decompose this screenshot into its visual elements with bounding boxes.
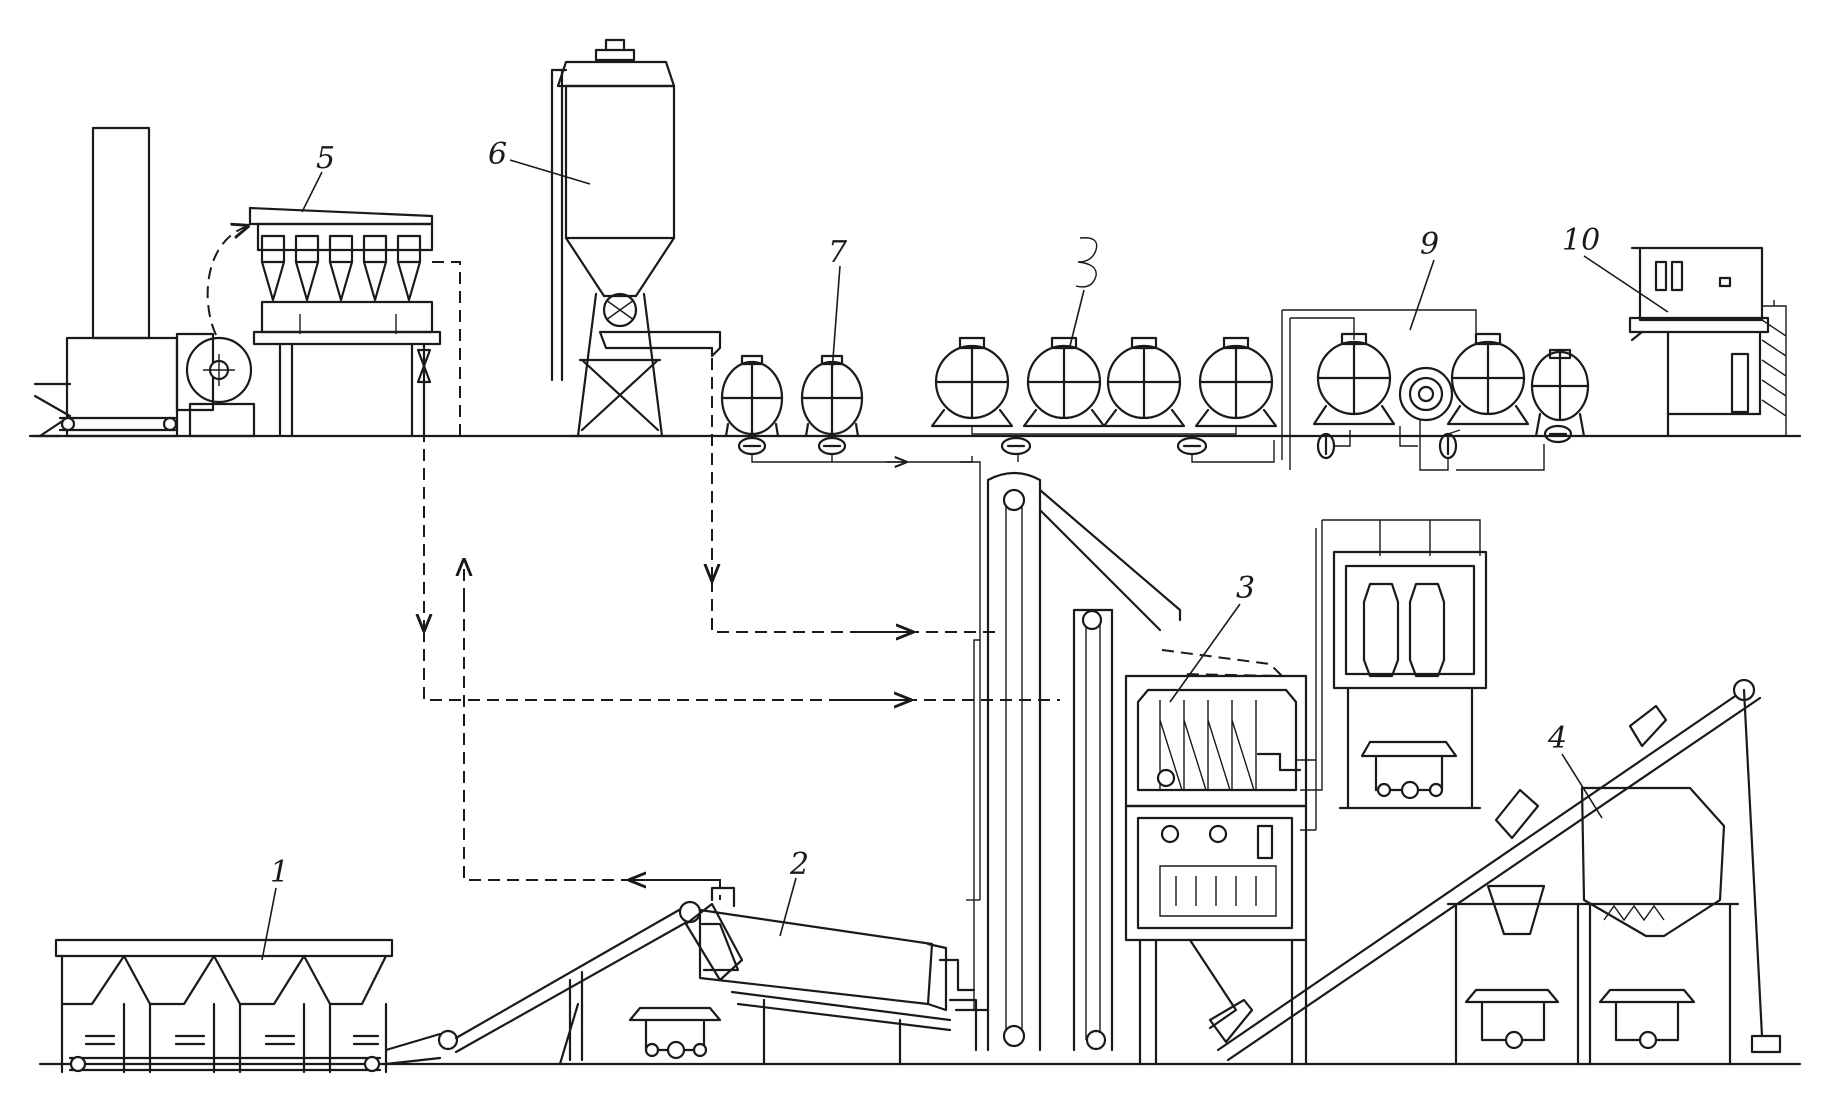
cold-aggregate-conveyor — [384, 900, 702, 1066]
callout-3-mixer: 3 — [1169, 571, 1255, 703]
callout-label-10: 10 — [1562, 223, 1600, 258]
callout-9: 9 — [1409, 227, 1439, 331]
callout-6: 6 — [488, 137, 591, 185]
drying-drum — [628, 886, 976, 1066]
callout-label-7: 7 — [828, 235, 848, 270]
mix-storage-bunker — [1300, 519, 1488, 831]
small-bitumen-tanks — [720, 354, 864, 456]
dust-collector-cyclones — [248, 206, 461, 438]
large-bitumen-tanks — [930, 336, 1278, 456]
callout-label-2: 2 — [789, 847, 809, 882]
callout-label-9: 9 — [1420, 227, 1439, 262]
callout-5: 5 — [301, 141, 335, 213]
callout-7: 7 — [828, 235, 848, 373]
mineral-powder-silo — [550, 38, 722, 438]
aggregate-feeder-bins — [54, 938, 394, 1074]
furnace-with-chimney — [31, 126, 179, 438]
mixing-tower — [1124, 674, 1308, 1066]
callout-1: 1 — [261, 855, 289, 961]
second-elevator — [1072, 608, 1114, 1052]
exhaust-fan — [175, 226, 256, 438]
dryer-discharge-chute — [948, 998, 990, 1052]
hot-aggregate-elevator — [986, 471, 1182, 1052]
heating-tanks-with-heater — [1281, 309, 1590, 471]
callout-8 — [1069, 237, 1098, 347]
callout-label-3-mixer: 3 — [1236, 571, 1255, 606]
callout-2: 2 — [779, 847, 809, 937]
control-cabin — [1628, 246, 1787, 438]
skip-hoist-and-storage — [1208, 678, 1782, 1066]
callout-4: 4 — [1547, 721, 1603, 819]
dashed-flow-lines — [424, 358, 1316, 1010]
elevator-dust-duct — [1161, 649, 1285, 678]
callout-label-1: 1 — [270, 855, 289, 890]
callout-label-6: 6 — [488, 137, 507, 172]
callout-label-4: 4 — [1547, 721, 1567, 756]
callout-10: 10 — [1562, 223, 1669, 313]
callout-label-5: 5 — [316, 141, 335, 176]
